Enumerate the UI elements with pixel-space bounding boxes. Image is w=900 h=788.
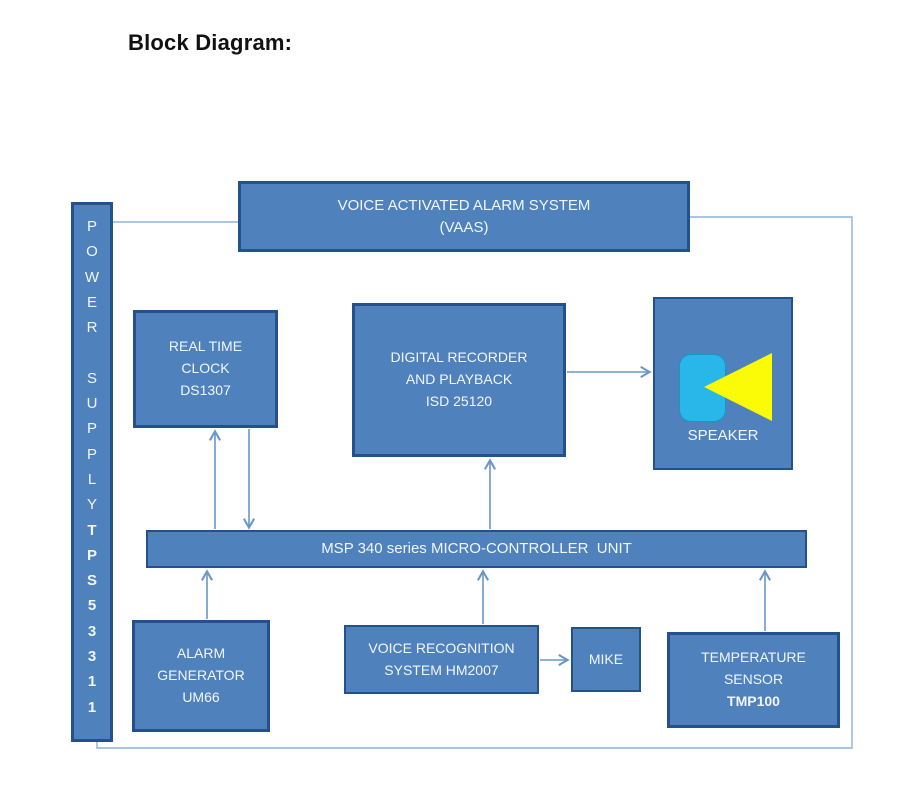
rtc-label: REAL TIME CLOCK DS1307 bbox=[168, 338, 243, 398]
block-speaker: SPEAKER bbox=[653, 297, 793, 470]
mcu-label: MSP 340 series MICRO-CONTROLLER UNIT bbox=[321, 540, 632, 558]
block-power-supply: P O W E R S U P P L Y T P S 5 3 3 1 1 bbox=[71, 202, 113, 742]
block-microcontroller-unit: MSP 340 series MICRO-CONTROLLER UNIT bbox=[146, 530, 807, 568]
page-title: Block Diagram: bbox=[128, 30, 293, 55]
speaker-label: SPEAKER bbox=[687, 427, 759, 444]
speaker-icon: SPEAKER bbox=[655, 299, 791, 468]
block-alarm-generator: ALARM GENERATOR UM66 bbox=[132, 620, 270, 732]
block-mike: MIKE bbox=[571, 627, 641, 692]
block-temperature-sensor: TEMPERATURE SENSOR TMP100 bbox=[667, 632, 840, 728]
block-voice-recognition: VOICE RECOGNITION SYSTEM HM2007 bbox=[344, 625, 539, 694]
temperature-sensor-label: TEMPERATURE SENSOR TMP100 bbox=[701, 647, 806, 712]
power-supply-label: P O W E R S U P P L Y bbox=[84, 218, 100, 514]
vaas-label: VOICE ACTIVATED ALARM SYSTEM (VAAS) bbox=[337, 196, 591, 236]
temperature-sensor-name: TEMPERATURE SENSOR bbox=[701, 649, 806, 688]
speaker-cone-shape bbox=[704, 353, 772, 421]
voice-recognition-label: VOICE RECOGNITION SYSTEM HM2007 bbox=[368, 639, 515, 678]
block-voice-activated-alarm-system: VOICE ACTIVATED ALARM SYSTEM (VAAS) bbox=[238, 181, 690, 252]
mike-label: MIKE bbox=[588, 650, 624, 667]
block-digital-recorder: DIGITAL RECORDER AND PLAYBACK ISD 25120 bbox=[352, 303, 566, 457]
temperature-sensor-part-number: TMP100 bbox=[727, 692, 780, 709]
block-real-time-clock: REAL TIME CLOCK DS1307 bbox=[133, 310, 278, 428]
power-supply-part-number: T P S 5 3 3 1 1 bbox=[86, 521, 97, 716]
recorder-label: DIGITAL RECORDER AND PLAYBACK ISD 25120 bbox=[390, 349, 528, 409]
alarm-generator-label: ALARM GENERATOR UM66 bbox=[157, 645, 245, 705]
